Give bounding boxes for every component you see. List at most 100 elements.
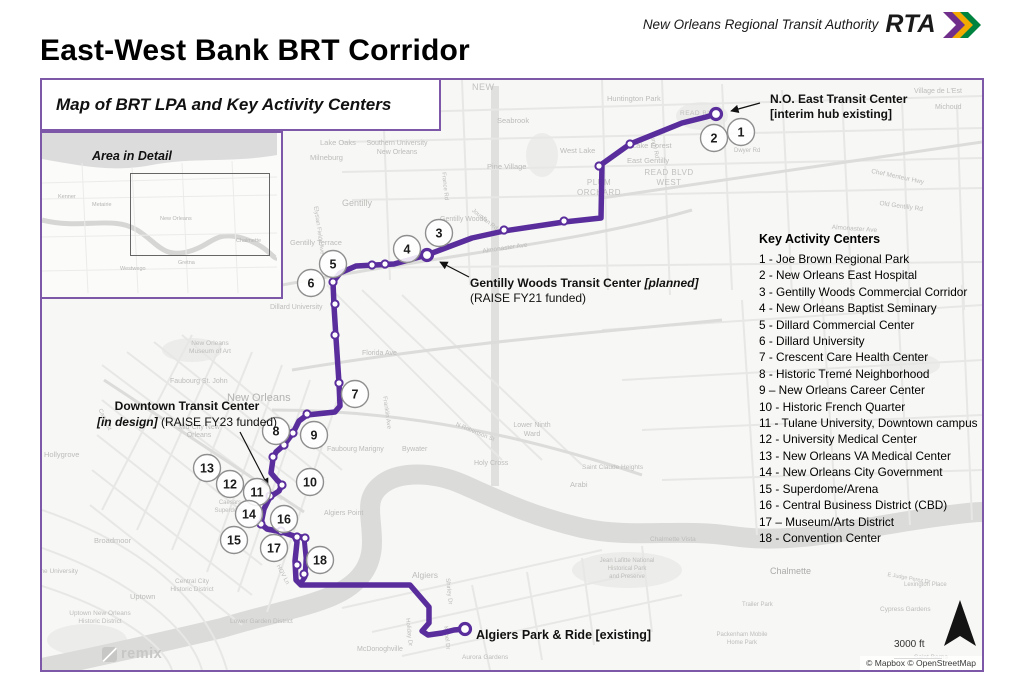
activity-item: 5 - Dillard Commercial Center bbox=[759, 317, 915, 332]
station-dot bbox=[268, 452, 278, 462]
map-label: Lower Ninth bbox=[513, 422, 551, 429]
map-label: Dillard University bbox=[270, 304, 323, 311]
activity-item: 16 - Central Business District (CBD) bbox=[759, 498, 948, 513]
activity-circle-7: 7 bbox=[340, 379, 370, 409]
callout-noe-line1: N.O. East Transit Center bbox=[770, 92, 908, 106]
map-label: Trailer Park bbox=[742, 602, 773, 608]
map-label: Caesars bbox=[218, 500, 242, 506]
map-label: READ BLVD bbox=[644, 168, 694, 177]
map-label: Gentilly Terrace bbox=[290, 238, 342, 247]
activity-item: 6 - Dillard University bbox=[759, 334, 865, 349]
station-dot bbox=[292, 532, 302, 542]
station-dot bbox=[594, 161, 604, 171]
brt-route-line bbox=[258, 111, 719, 638]
map-label: Hollygrove bbox=[44, 450, 80, 459]
svg-text:7: 7 bbox=[352, 388, 359, 402]
inset-title: Area in Detail bbox=[92, 149, 172, 163]
station-dot bbox=[330, 330, 340, 340]
map-label: WEST bbox=[656, 178, 682, 187]
map-label: Chalmette Vista bbox=[650, 536, 696, 543]
map-label: PLUM bbox=[586, 178, 612, 187]
map-label: Algiers Point bbox=[324, 510, 364, 517]
activity-circle-2: 2 bbox=[699, 123, 729, 153]
map-label: Michoud bbox=[935, 104, 962, 111]
callout-arrows bbox=[239, 102, 761, 487]
activity-circle-4: 4 bbox=[392, 234, 422, 264]
map-label: Southern University bbox=[366, 140, 428, 147]
activity-circle-12: 12 bbox=[215, 469, 245, 499]
inset-label: Kenner bbox=[58, 194, 76, 200]
map-label: Saint Claude Heights bbox=[582, 464, 644, 471]
svg-text:12: 12 bbox=[223, 478, 237, 492]
activity-circle-8: 8 bbox=[261, 416, 291, 446]
svg-text:17: 17 bbox=[267, 542, 281, 556]
inset-map-art bbox=[42, 133, 279, 294]
svg-text:5: 5 bbox=[330, 258, 337, 272]
activity-circle-18: 18 bbox=[305, 545, 335, 575]
map-label: Aurora Gardens bbox=[462, 654, 509, 661]
activity-circle-3: 3 bbox=[424, 218, 454, 248]
map-label: Huntington Park bbox=[607, 94, 661, 103]
map-label: Chalmette bbox=[770, 566, 812, 576]
map-label: New Orleans bbox=[227, 392, 291, 404]
station-dot bbox=[328, 277, 338, 287]
svg-text:2: 2 bbox=[711, 132, 718, 146]
station-dot bbox=[300, 533, 310, 543]
map-label: and Preserve bbox=[609, 574, 645, 580]
map-label: Dwyer Rd bbox=[734, 148, 761, 154]
map-label: Uptown New Orleans bbox=[69, 610, 131, 617]
map-label: Faubourg Marigny bbox=[327, 446, 384, 453]
map-label: McDonoghville bbox=[357, 646, 403, 653]
map-label: Orleans bbox=[186, 432, 212, 439]
map-label: Mid-City New bbox=[178, 424, 220, 431]
map-label: Home Park bbox=[726, 640, 758, 646]
activity-item: 14 - New Orleans City Government bbox=[759, 465, 943, 480]
station-dot bbox=[302, 409, 312, 419]
callout-noe-line2: [interim hub existing] bbox=[770, 107, 893, 121]
callout-gentilly-woods-tc: Gentilly Woods Transit Center [planned] … bbox=[470, 276, 698, 306]
map-label: Florida Ave bbox=[362, 350, 397, 357]
activity-item: 12 - University Medical Center bbox=[759, 432, 918, 447]
terminal-dot bbox=[457, 621, 473, 637]
map-attribution: © Mapbox © OpenStreetMap bbox=[860, 656, 982, 670]
map-label: Broadmoor bbox=[94, 536, 132, 545]
svg-text:15: 15 bbox=[227, 534, 241, 548]
activity-circle-10: 10 bbox=[295, 467, 325, 497]
map-label: East Gentilly bbox=[627, 156, 670, 165]
terminal-dot bbox=[708, 106, 724, 122]
activity-item: 15 - Superdome/Arena bbox=[759, 481, 879, 496]
activity-circle-17: 17 bbox=[259, 533, 289, 563]
legend-title: Key Activity Centers bbox=[759, 232, 881, 246]
inset-label: Westwego bbox=[120, 266, 146, 272]
map-label: New Orleans bbox=[191, 340, 229, 347]
activity-item: 3 - Gentilly Woods Commercial Corridor bbox=[759, 284, 968, 299]
activity-circle-15: 15 bbox=[219, 525, 249, 555]
inset-detail-rectangle bbox=[130, 173, 270, 256]
station-dot bbox=[559, 216, 569, 226]
station-dot bbox=[330, 299, 340, 309]
svg-text:10: 10 bbox=[303, 476, 317, 490]
map-label: Superdome bbox=[214, 508, 246, 514]
svg-text:16: 16 bbox=[277, 513, 291, 527]
svg-text:3: 3 bbox=[436, 227, 443, 241]
map-label: New Orleans bbox=[376, 149, 418, 156]
activity-circle-5: 5 bbox=[318, 249, 348, 279]
map-label: Lake Forest bbox=[632, 141, 672, 150]
inset-label: New Orleans bbox=[160, 216, 192, 222]
map-label: Lake Oaks bbox=[320, 138, 356, 147]
map-label: Historic District bbox=[78, 618, 122, 625]
svg-text:8: 8 bbox=[273, 425, 280, 439]
activity-circle-6: 6 bbox=[296, 268, 326, 298]
inset-label: Chalmette bbox=[236, 238, 262, 244]
station-dot bbox=[292, 560, 302, 570]
map-label: Bywater bbox=[402, 446, 428, 453]
activity-item: 13 - New Orleans VA Medical Center bbox=[759, 448, 951, 463]
activity-item: 17 – Museum/Arts District bbox=[759, 514, 895, 529]
scale-label: 3000 ft bbox=[894, 639, 925, 650]
activity-item: 18 - Convention Center bbox=[759, 530, 881, 545]
